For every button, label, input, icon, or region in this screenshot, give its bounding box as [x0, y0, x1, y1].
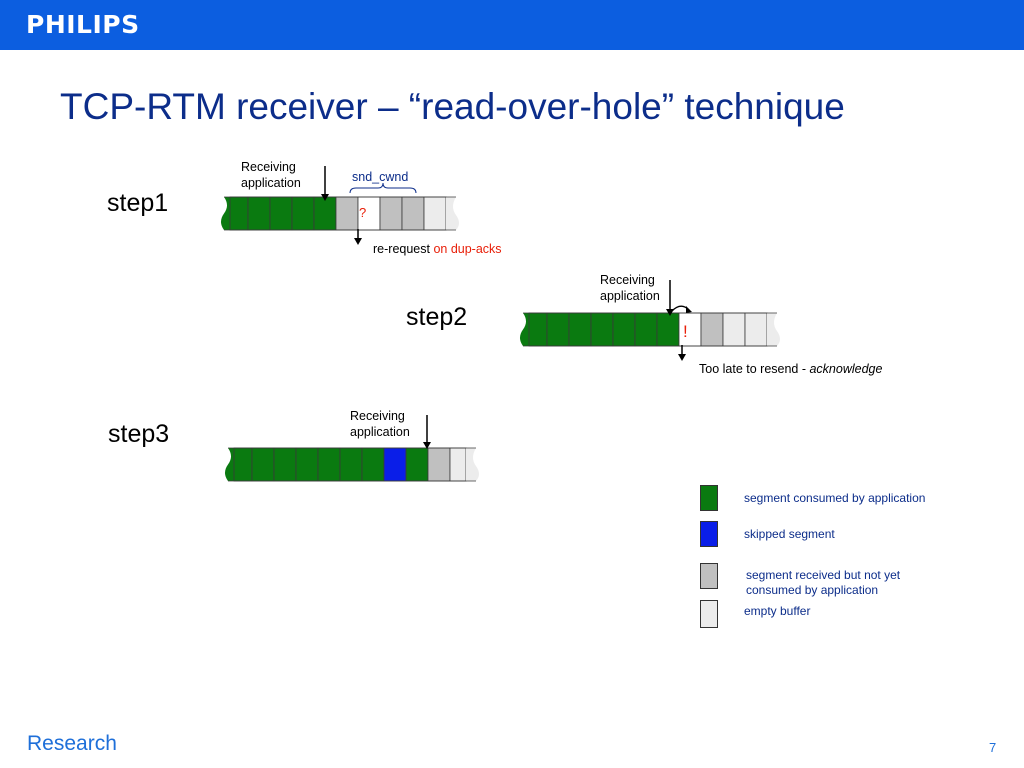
step1-segment	[313, 196, 337, 231]
slide-title: TCP-RTM receiver – “read-over-hole” tech…	[60, 86, 845, 127]
step2-segment	[612, 312, 636, 347]
step1-right-cap	[446, 197, 459, 230]
rerequest-text: re-request	[373, 242, 434, 256]
step2-segment	[634, 312, 658, 347]
header-bar: PHILIPS	[0, 0, 1024, 50]
step2-too-late-note: Too late to resend - acknowledge	[699, 361, 882, 377]
step2-ack-arrowhead	[678, 354, 686, 361]
step3-right-cap	[466, 448, 479, 481]
step1-rerequest-arrowhead	[354, 238, 362, 245]
legend-empty-text: empty buffer	[744, 604, 811, 618]
step3-buffer	[225, 447, 479, 482]
step1-segment	[335, 196, 359, 231]
snd-cwnd-label: snd_cwnd	[352, 170, 409, 184]
step2-skip-arrowhead	[686, 306, 692, 313]
step3-segment	[273, 447, 297, 482]
step1-label: step1	[107, 189, 169, 217]
step2-hole-mark: !	[683, 322, 688, 341]
step3-segment	[361, 447, 385, 482]
step2-receiving-application-label: Receiving application	[600, 273, 660, 303]
step2-label: step2	[406, 303, 468, 331]
step1-hole-mark: ?	[359, 205, 367, 220]
legend-swatch-received	[700, 563, 718, 589]
philips-logo: PHILIPS	[26, 10, 140, 39]
step3-segment	[427, 447, 451, 482]
step1-app-arrowhead	[321, 194, 329, 201]
step1-segment	[291, 196, 315, 231]
step3-segment	[339, 447, 363, 482]
step1-segment	[379, 196, 403, 231]
page-number: 7	[989, 740, 997, 755]
step1-buffer	[221, 196, 459, 231]
step1-left-cap	[221, 197, 230, 230]
step3-app-arrowhead	[423, 442, 431, 449]
step2-segment	[546, 312, 570, 347]
step2-segment	[700, 312, 724, 347]
on-dup-acks-text: on dup-acks	[433, 242, 502, 256]
step3-segment	[251, 447, 275, 482]
step3-segment	[295, 447, 319, 482]
step1-rerequest-note: re-request on dup-acks	[373, 241, 502, 257]
step2-segment	[528, 312, 548, 347]
step3-receiving-application-label: Receiving application	[350, 409, 410, 439]
legend-swatch-skipped	[700, 521, 718, 547]
step3-segment	[405, 447, 429, 482]
legend-skipped-text: skipped segment	[744, 527, 835, 541]
step1-receiving-application-label: Receiving application	[241, 160, 301, 190]
footer-research: Research	[27, 732, 117, 755]
step1-segment	[423, 196, 447, 231]
step2-segment	[590, 312, 614, 347]
step3-segment	[317, 447, 341, 482]
step3-segment	[449, 447, 467, 482]
legend-received-text: segment received but not yet consumed by…	[746, 568, 901, 597]
step3-label: step3	[108, 420, 170, 448]
step2-right-cap	[767, 313, 780, 346]
step2-segment	[722, 312, 746, 347]
legend-consumed-text: segment consumed by application	[744, 491, 926, 505]
step1-segment	[269, 196, 293, 231]
snd-cwnd-brace	[349, 182, 417, 194]
legend-swatch-consumed	[700, 485, 718, 511]
step2-segment	[656, 312, 680, 347]
legend-swatch-empty	[700, 600, 718, 628]
step2-left-cap	[520, 313, 529, 346]
step3-segment	[383, 447, 407, 482]
step1-segment	[247, 196, 271, 231]
too-late-text: Too late to resend -	[699, 362, 810, 376]
acknowledge-text: acknowledge	[809, 362, 883, 376]
step2-segment	[744, 312, 768, 347]
step1-segment	[229, 196, 249, 231]
step3-segment	[233, 447, 253, 482]
step2-buffer	[520, 312, 780, 347]
step2-segment	[568, 312, 592, 347]
step3-left-cap	[225, 448, 234, 481]
step1-segment	[401, 196, 425, 231]
